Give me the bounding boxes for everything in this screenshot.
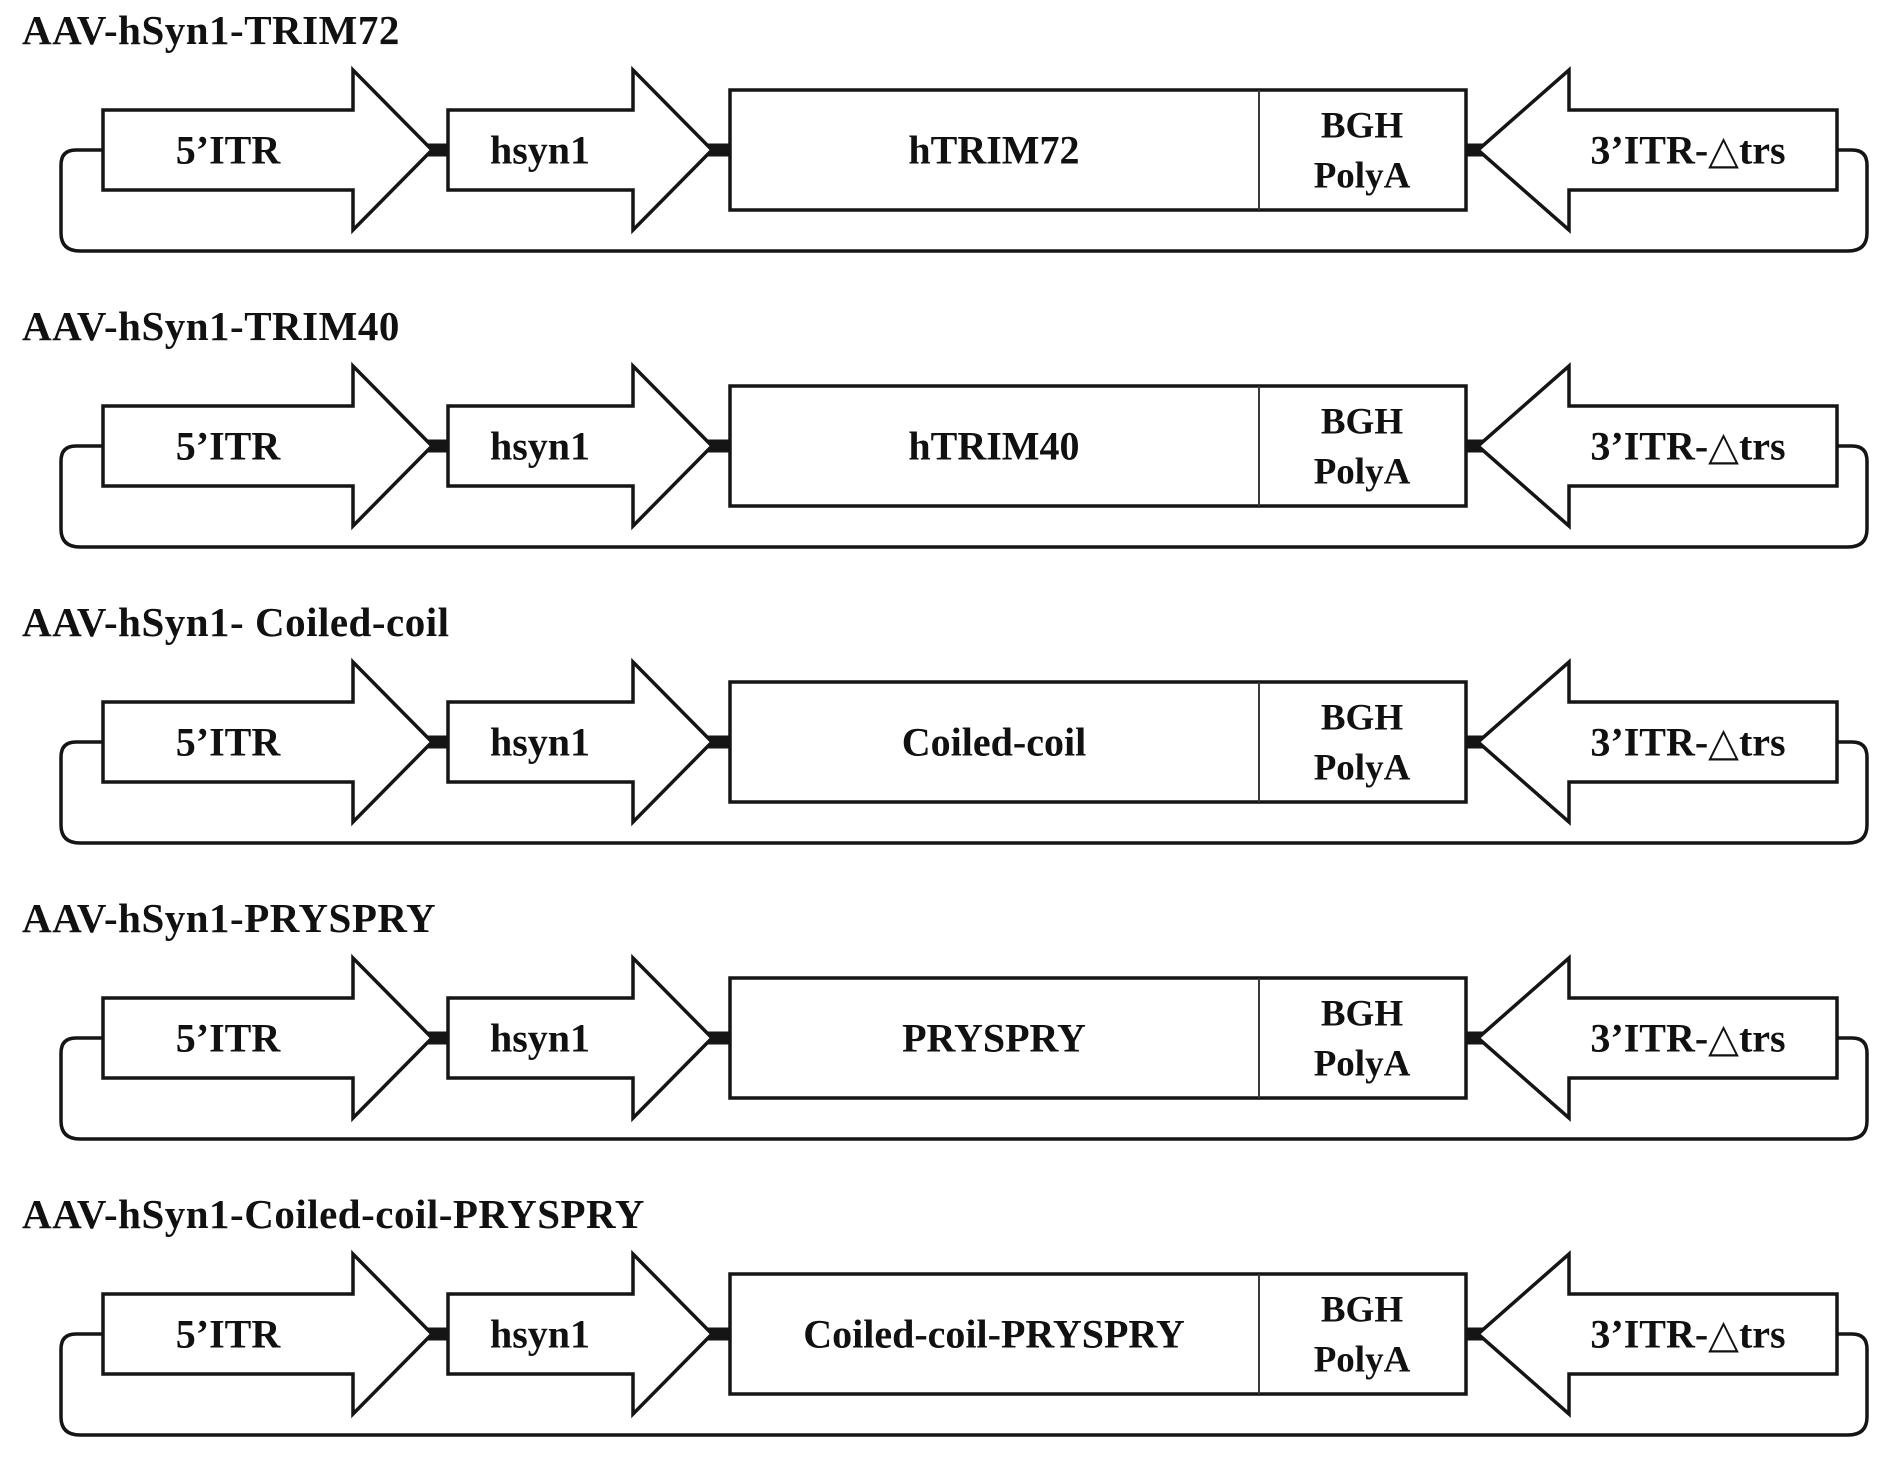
polya-label-line2: PolyA: [1314, 1044, 1411, 1085]
construct-diagram: 5’ITR hsyn1 hTRIM40 BGH PolyA 3’ITR-: [59, 361, 1869, 549]
construct-title: AAV-hSyn1-TRIM72: [22, 7, 400, 53]
construct-diagram: 5’ITR hsyn1 Coiled-coil BGH PolyA 3’: [59, 657, 1869, 845]
itr3-arrow: 3’ITR-△trs: [1475, 362, 1839, 530]
gene-box: Coiled-coil-PRYSPRY BGH PolyA: [728, 1272, 1468, 1396]
gene-box: hTRIM72 BGH PolyA: [728, 88, 1468, 212]
promoter-label: hsyn1: [490, 720, 590, 765]
polya-box: BGH PolyA: [1314, 1290, 1411, 1381]
itr5-arrow: 5’ITR: [101, 1249, 435, 1419]
construct-diagram: 5’ITR hsyn1 Coiled-coil-PRYSPRY BGH Poly…: [59, 1249, 1869, 1437]
construct-section: AAV-hSyn1-PRYSPRY 5’ITR hsyn1 P: [0, 888, 1879, 1184]
itr5-arrow: 5’ITR: [101, 953, 435, 1123]
construct-title: AAV-hSyn1-Coiled-coil-PRYSPRY: [22, 1191, 645, 1237]
construct-section: AAV-hSyn1-TRIM40 5’ITR hsyn1 hT: [0, 296, 1879, 592]
itr3-label: 3’ITR-△trs: [1590, 1016, 1785, 1061]
itr5-arrow: 5’ITR: [101, 361, 435, 531]
gene-box: Coiled-coil BGH PolyA: [728, 680, 1468, 804]
promoter-arrow: hsyn1: [446, 1249, 715, 1419]
itr5-label: 5’ITR: [176, 424, 282, 469]
itr5-arrow: 5’ITR: [101, 657, 435, 827]
polya-box: BGH PolyA: [1314, 106, 1411, 197]
itr3-arrow: 3’ITR-△trs: [1475, 66, 1839, 234]
itr5-label: 5’ITR: [176, 1312, 282, 1357]
itr3-arrow: 3’ITR-△trs: [1475, 954, 1839, 1122]
plasmid-backbone: [59, 1036, 1869, 1141]
polya-box: BGH PolyA: [1314, 698, 1411, 789]
polya-label-line1: BGH: [1321, 698, 1403, 739]
polya-label-line2: PolyA: [1314, 748, 1411, 789]
construct-section: AAV-hSyn1- Coiled-coil 5’ITR hsyn1: [0, 592, 1879, 888]
construct-section: AAV-hSyn1-Coiled-coil-PRYSPRY 5’ITR hsyn…: [0, 1184, 1879, 1480]
plasmid-backbone: [59, 740, 1869, 845]
plasmid-backbone: [59, 444, 1869, 549]
gene-label: PRYSPRY: [902, 1016, 1086, 1061]
polya-label-line1: BGH: [1321, 106, 1403, 147]
construct-title: AAV-hSyn1- Coiled-coil: [22, 599, 450, 645]
promoter-arrow: hsyn1: [446, 953, 715, 1123]
promoter-label: hsyn1: [490, 1016, 590, 1061]
plasmid-backbone: [59, 1332, 1869, 1437]
gene-label: hTRIM72: [908, 128, 1079, 173]
itr3-label: 3’ITR-△trs: [1590, 424, 1785, 469]
construct-diagram: 5’ITR hsyn1 PRYSPRY BGH PolyA 3’ITR-: [59, 953, 1869, 1141]
gene-label: hTRIM40: [908, 424, 1079, 469]
itr5-label: 5’ITR: [176, 720, 282, 765]
itr3-arrow: 3’ITR-△trs: [1475, 658, 1839, 826]
polya-box: BGH PolyA: [1314, 402, 1411, 493]
construct-title: AAV-hSyn1-PRYSPRY: [22, 895, 437, 941]
polya-label-line2: PolyA: [1314, 156, 1411, 197]
gene-label: Coiled-coil: [902, 720, 1086, 765]
polya-label-line2: PolyA: [1314, 452, 1411, 493]
itr5-label: 5’ITR: [176, 128, 282, 173]
construct-section: AAV-hSyn1-TRIM72 5’ITR hsyn1 hT: [0, 0, 1879, 296]
gene-label: Coiled-coil-PRYSPRY: [803, 1312, 1185, 1357]
promoter-arrow: hsyn1: [446, 361, 715, 531]
plasmid-backbone: [59, 148, 1869, 253]
promoter-arrow: hsyn1: [446, 657, 715, 827]
promoter-label: hsyn1: [490, 1312, 590, 1357]
itr5-arrow: 5’ITR: [101, 65, 435, 235]
promoter-arrow: hsyn1: [446, 65, 715, 235]
construct-title: AAV-hSyn1-TRIM40: [22, 303, 400, 349]
gene-box: hTRIM40 BGH PolyA: [728, 384, 1468, 508]
polya-label-line2: PolyA: [1314, 1340, 1411, 1381]
itr5-label: 5’ITR: [176, 1016, 282, 1061]
construct-diagram: 5’ITR hsyn1 hTRIM72 BGH PolyA 3’ITR-: [59, 65, 1869, 253]
itr3-label: 3’ITR-△trs: [1590, 1312, 1785, 1357]
polya-label-line1: BGH: [1321, 402, 1403, 443]
polya-box: BGH PolyA: [1314, 994, 1411, 1085]
promoter-label: hsyn1: [490, 424, 590, 469]
polya-label-line1: BGH: [1321, 994, 1403, 1035]
itr3-arrow: 3’ITR-△trs: [1475, 1250, 1839, 1418]
itr3-label: 3’ITR-△trs: [1590, 128, 1785, 173]
gene-box: PRYSPRY BGH PolyA: [728, 976, 1468, 1100]
polya-label-line1: BGH: [1321, 1290, 1403, 1331]
promoter-label: hsyn1: [490, 128, 590, 173]
itr3-label: 3’ITR-△trs: [1590, 720, 1785, 765]
